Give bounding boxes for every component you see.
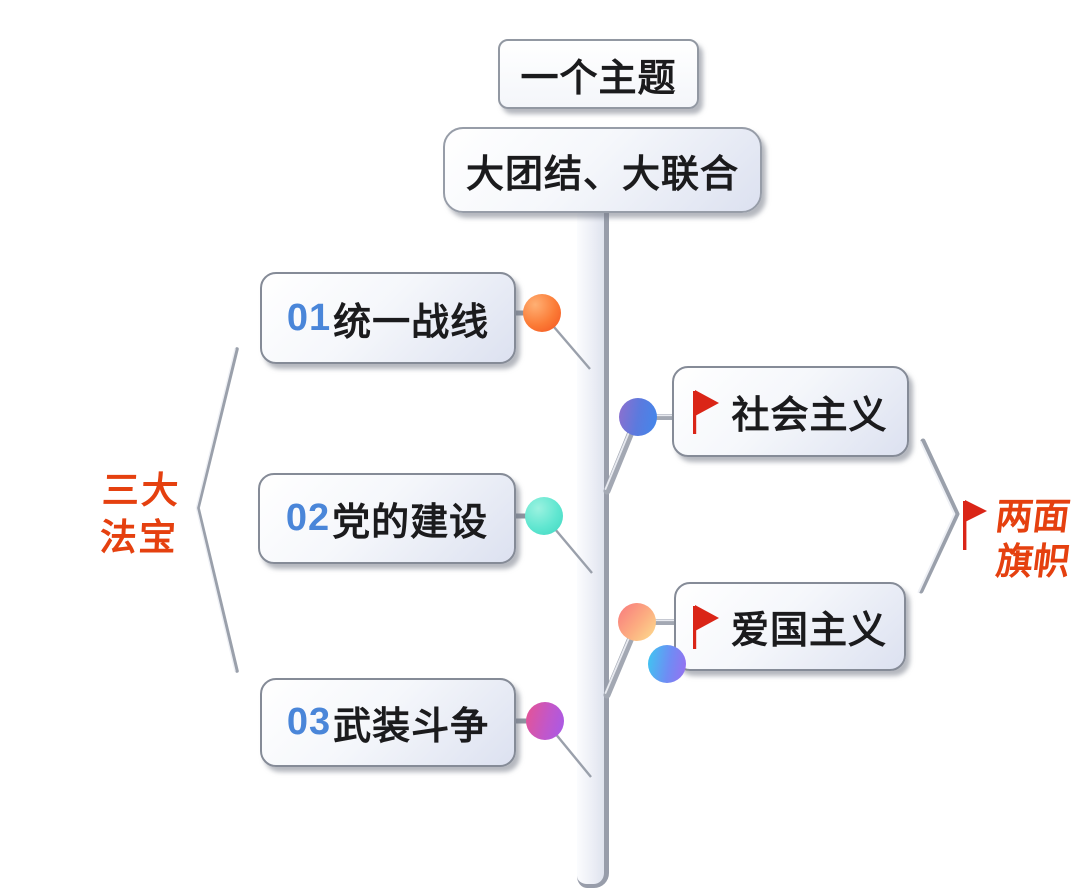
subtitle-label: 大团结、大联合 — [465, 153, 739, 196]
right-bracket-highlight — [917, 441, 956, 593]
left-group-label: 三大 法宝 — [99, 467, 182, 561]
node-label: 武装斗争 — [333, 706, 490, 748]
tree-trunk — [577, 205, 609, 888]
node-label: 爱国主义 — [730, 610, 887, 652]
node-number: 02 — [285, 497, 331, 539]
left-bracket — [196, 347, 239, 673]
node-label: 社会主义 — [731, 395, 888, 437]
subtitle-box: 大团结、大联合 — [443, 127, 762, 213]
right-bracket — [918, 438, 960, 594]
top-theme-box: 一个主题 — [498, 39, 699, 109]
node-socialism: 社会主义 — [672, 366, 909, 457]
right-group-label-text: 两面 旗帜 — [987, 494, 1078, 584]
right-group-label-line1: 两面 — [993, 496, 1073, 537]
node-patriotism: 爱国主义 — [674, 582, 906, 671]
top-theme-label: 一个主题 — [520, 57, 677, 100]
node-number: 01 — [286, 296, 332, 339]
dot-socialism — [619, 398, 657, 436]
flag-icon — [692, 604, 719, 649]
node-party-building: 02 党的建设 — [258, 473, 516, 564]
dot-armed-struggle — [526, 702, 564, 740]
node-united-front: 01 统一战线 — [260, 272, 516, 364]
node-label: 统一战线 — [333, 301, 490, 344]
flag-icon — [693, 389, 720, 434]
node-label: 党的建设 — [332, 502, 489, 544]
dot-patriotism-secondary — [648, 645, 686, 683]
flag-icon — [963, 500, 987, 550]
dot-party-building — [525, 497, 563, 535]
right-group-label-line2: 旗帜 — [993, 541, 1073, 582]
dot-united-front — [523, 294, 561, 332]
left-group-label-line1: 三大 — [101, 470, 182, 511]
left-group-label-line2: 法宝 — [98, 517, 179, 558]
dot-patriotism — [618, 603, 656, 641]
node-number: 03 — [286, 701, 332, 743]
right-group-label: 两面 旗帜 — [963, 494, 1073, 584]
left-bracket-highlight — [195, 348, 236, 672]
node-armed-struggle: 03 武装斗争 — [260, 678, 516, 767]
